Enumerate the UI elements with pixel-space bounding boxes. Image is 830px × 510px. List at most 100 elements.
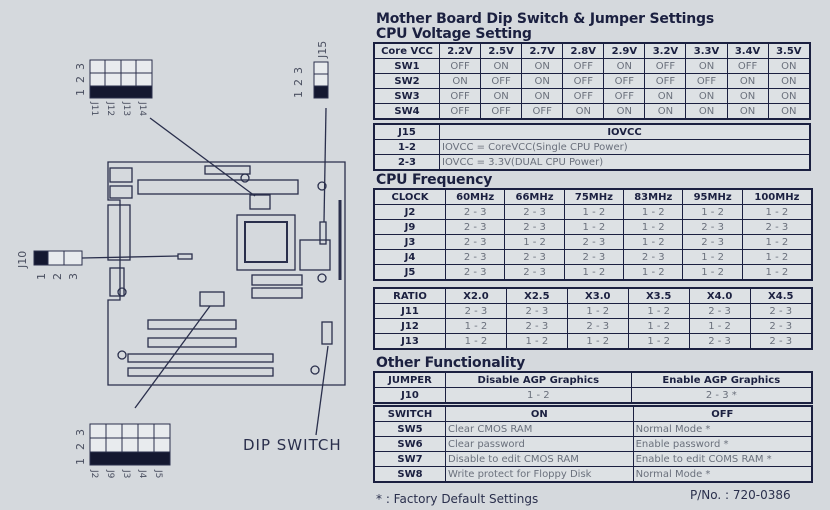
jumper-block-j2-j5 <box>199 291 225 307</box>
column-header: 2.8V <box>562 42 605 59</box>
column-header: 3.3V <box>685 42 728 59</box>
table-cell: 2 - 3 <box>688 333 751 350</box>
column-header: OFF <box>632 405 813 422</box>
table-cell: 2 - 3 <box>682 234 743 250</box>
table-cell: 1 - 2 <box>566 333 629 350</box>
slot <box>137 179 299 195</box>
section-heading-other: Other Functionality <box>376 355 526 371</box>
isa-slot <box>127 367 274 377</box>
motherboard-diagram: 1 2 3 J11 J12 J13 J14 1 2 3 J15 J10 1 2 … <box>16 41 346 479</box>
column-header: J15 <box>373 123 440 140</box>
table-cell: ON <box>562 103 605 120</box>
table-cell: ON <box>644 103 687 120</box>
column-header: CLOCK <box>373 188 446 205</box>
table-cell: Enable password * <box>632 436 813 452</box>
table-cell: OFF <box>603 73 646 89</box>
table-cell: Clear CMOS RAM <box>445 421 634 437</box>
table-cell: OFF <box>521 103 564 120</box>
jumper-j15-board <box>319 221 327 245</box>
table-cell: 1 - 2 <box>623 234 684 250</box>
row-label: J3 <box>373 234 446 250</box>
pin-label: 3 <box>292 67 305 74</box>
jumper-label-j13: J13 <box>121 101 131 116</box>
row-label: J12 <box>373 318 446 334</box>
pin-label: 1 <box>292 91 305 98</box>
pin-label: 2 <box>51 273 64 280</box>
column-header: 3.2V <box>644 42 687 59</box>
column-header: 3.4V <box>726 42 769 59</box>
jumper-j10 <box>33 250 83 266</box>
row-label: SW3 <box>373 88 440 104</box>
table-cell: OFF <box>726 58 769 74</box>
table-cell: 1 - 2 <box>682 249 743 265</box>
table-cell: Write protect for Floppy Disk <box>445 466 634 483</box>
pin-label: 1 <box>74 458 87 465</box>
table-cell: 1 - 2 <box>563 264 625 281</box>
table-cell: 1 - 2 <box>623 219 684 235</box>
table-cell: Normal Mode * <box>632 466 813 483</box>
table-cell: OFF <box>562 73 605 89</box>
jumper-label-j9: J9 <box>105 469 115 479</box>
jumper-label-j10: J10 <box>16 251 29 269</box>
column-header: 2.2V <box>438 42 482 59</box>
column-header: Enable AGP Graphics <box>630 371 813 388</box>
table-cell: 2 - 3 <box>444 249 506 265</box>
column-header: 2.9V <box>603 42 646 59</box>
row-label: J2 <box>373 204 446 220</box>
column-header: ON <box>445 405 634 422</box>
row-label: J11 <box>373 303 446 319</box>
column-header: 60MHz <box>444 188 506 205</box>
column-header: 2.5V <box>480 42 523 59</box>
cpu-socket <box>236 214 296 271</box>
table-cell: OFF <box>480 73 523 89</box>
table-cell: OFF <box>438 88 482 104</box>
pin-label: 3 <box>67 273 80 280</box>
table-cell: 1 - 2 <box>504 234 565 250</box>
jumpers-j11-j14 <box>89 59 153 99</box>
table-cell: OFF <box>562 88 605 104</box>
row-label: J5 <box>373 264 446 281</box>
table-cell: 2 - 3 <box>505 318 568 334</box>
jumper-label-j5: J5 <box>153 469 163 478</box>
table-cell: 1 - 2 <box>445 387 632 404</box>
jumper-label-j12: J12 <box>105 101 115 116</box>
jumper-label-j3: J3 <box>121 469 131 478</box>
table-cell: ON <box>685 103 728 120</box>
row-label: 1-2 <box>373 139 440 155</box>
table-cell: OFF <box>644 73 687 89</box>
table-cell: ON <box>767 88 811 104</box>
table-cell: 1 - 2 <box>627 333 690 350</box>
jumper-label-j11: J11 <box>89 101 99 116</box>
table-cell: IOVCC = CoreVCC(Single CPU Power) <box>439 139 811 155</box>
jumper-label-j2: J2 <box>89 469 99 478</box>
row-label: J13 <box>373 333 446 350</box>
pin-label: 2 <box>74 443 87 450</box>
table-cell: 2 - 3 <box>566 318 629 334</box>
table-cell: ON <box>767 58 811 74</box>
row-label: J10 <box>373 387 446 404</box>
row-label: J4 <box>373 249 446 265</box>
jumper-j10-board <box>177 253 193 260</box>
table-cell: 1 - 2 <box>563 204 625 220</box>
table-cell: OFF <box>562 58 605 74</box>
table-cell: 1 - 2 <box>505 333 568 350</box>
table-cell: 2 - 3 <box>444 234 506 250</box>
table-cell: ON <box>685 88 728 104</box>
table-cell: OFF <box>685 73 728 89</box>
pin-label: 2 <box>74 76 87 83</box>
